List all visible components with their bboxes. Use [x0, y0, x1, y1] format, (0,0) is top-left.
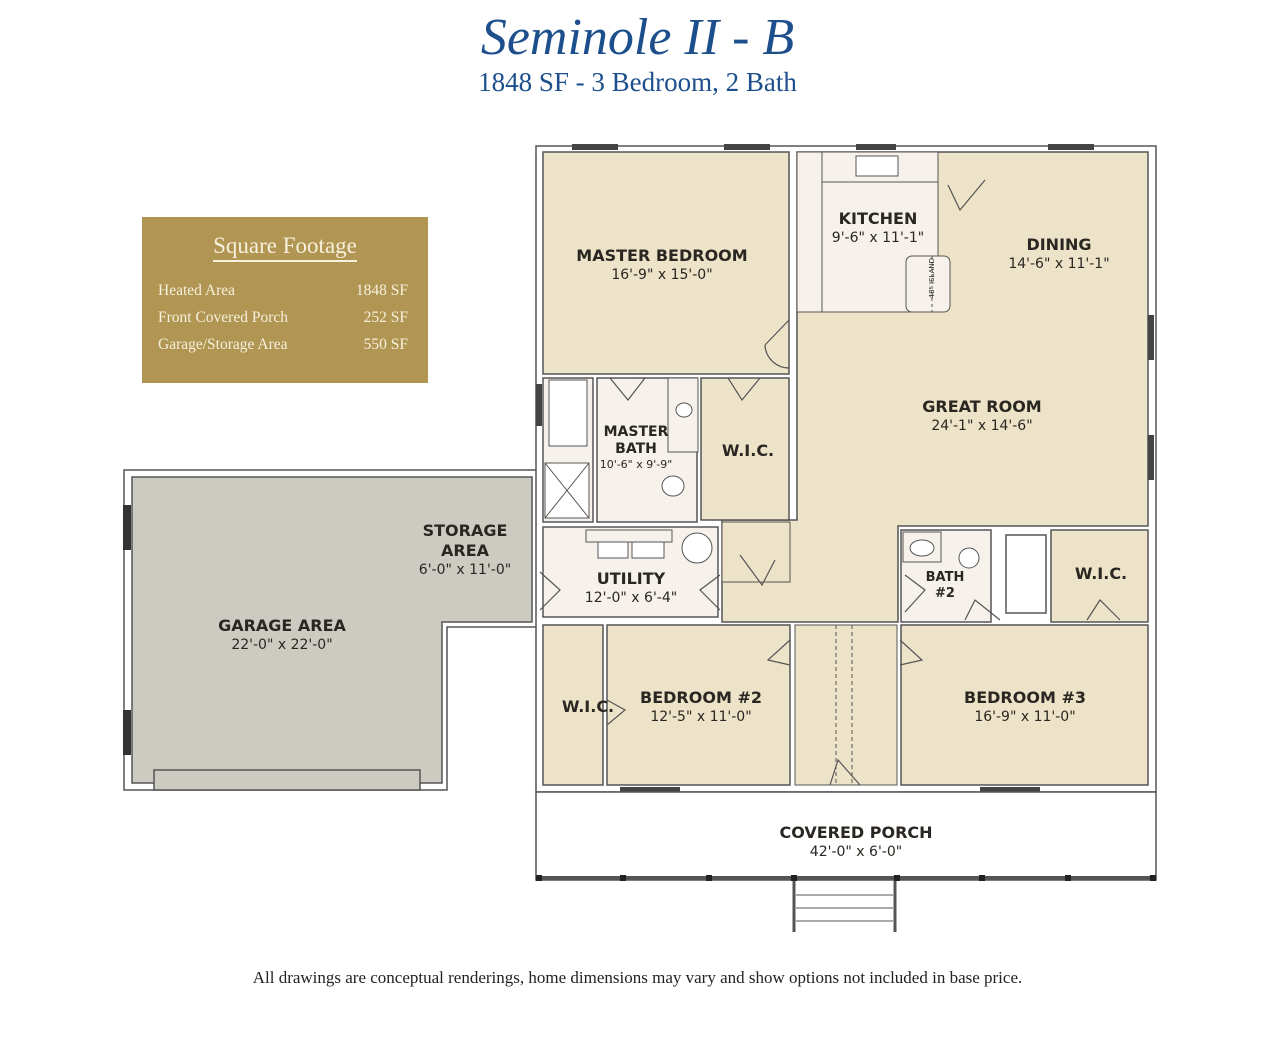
room-storage: STORAGE AREA 6'-0" x 11'-0" — [418, 521, 512, 578]
sqft-value: 252 SF — [363, 309, 408, 326]
sqft-label: Garage/Storage Area — [158, 336, 288, 353]
room-utility: UTILITY 12'-0" x 6'-4" — [584, 569, 678, 606]
sqft-value: 550 SF — [363, 336, 408, 353]
covered-porch-shape — [535, 791, 1157, 932]
room-covered-porch: COVERED PORCH 42'-0" x 6'-0" — [779, 823, 933, 860]
room-garage: GARAGE AREA 22'-0" x 22'-0" — [218, 616, 346, 653]
garage-area-shape — [123, 469, 538, 791]
sqft-row-heated: Heated Area 1848 SF — [158, 282, 408, 300]
room-kitchen: KITCHEN 9'-6" x 11'-1" — [831, 209, 925, 246]
room-wic-bedroom2: W.I.C. — [561, 697, 615, 716]
square-footage-panel: Square Footage Heated Area 1848 SF Front… — [142, 217, 428, 383]
sqft-value: 1848 SF — [355, 282, 408, 299]
room-bedroom-3: BEDROOM #3 16'-9" x 11'-0" — [964, 688, 1086, 725]
sqft-row-garage: Garage/Storage Area 550 SF — [158, 336, 408, 354]
room-bedroom-2: BEDROOM #2 12'-5" x 11'-0" — [640, 688, 762, 725]
room-master-bath: MASTER BATH 10'-6" x 9'-9" — [599, 424, 673, 471]
disclaimer: All drawings are conceptual renderings, … — [252, 968, 1023, 987]
room-wic-master: W.I.C. — [721, 441, 775, 460]
room-fills — [542, 151, 1149, 786]
room-bath-2: BATH #2 — [925, 570, 965, 601]
square-footage-heading: Square Footage — [142, 233, 428, 262]
room-master-bedroom: MASTER BEDROOM 16'-9" x 15'-0" — [576, 246, 748, 283]
sqft-row-porch: Front Covered Porch 252 SF — [158, 309, 408, 327]
room-great-room: GREAT ROOM 24'-1" x 14'-6" — [922, 397, 1042, 434]
plan-title: Seminole II - B — [480, 9, 795, 66]
island-note: 48" ISLAND — [928, 258, 936, 299]
door-swings — [539, 179, 1121, 786]
sqft-label: Front Covered Porch — [158, 309, 289, 326]
room-wic-bedroom3: W.I.C. — [1074, 564, 1128, 583]
room-dining: DINING 14'-6" x 11'-1" — [1008, 235, 1110, 272]
sqft-label: Heated Area — [158, 282, 236, 299]
plan-subtitle: 1848 SF - 3 Bedroom, 2 Bath — [478, 67, 797, 97]
windows — [536, 144, 1154, 793]
